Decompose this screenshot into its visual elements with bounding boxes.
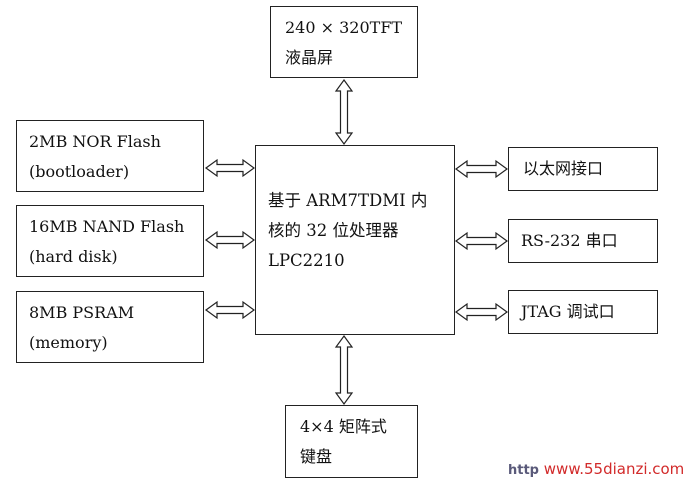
- ethernet-block: 以太网接口: [508, 147, 658, 191]
- psram-line1: 8MB PSRAM: [29, 303, 135, 322]
- nor-flash-block: 2MB NOR Flash (bootloader): [16, 120, 204, 192]
- arrow-cpu-jtag: [454, 302, 509, 322]
- nor-flash-line1: 2MB NOR Flash: [29, 132, 161, 151]
- jtag-block: JTAG 调试口: [508, 290, 658, 334]
- nand-flash-line2: (hard disk): [29, 247, 118, 266]
- watermark-text: www.55dianzi.com: [543, 460, 685, 478]
- arrow-nor-cpu: [204, 158, 256, 178]
- lcd-block: 240 × 320TFT 液晶屏: [270, 6, 418, 78]
- cpu-line1: 基于 ARM7TDMI 内: [268, 191, 428, 210]
- lcd-block-line1: 240 × 320TFT: [285, 18, 403, 37]
- lcd-block-line2: 液晶屏: [285, 48, 334, 67]
- keypad-line1: 4×4 矩阵式: [300, 417, 387, 436]
- keypad-block: 4×4 矩阵式 键盘: [285, 405, 418, 478]
- serial-block: RS-232 串口: [508, 219, 658, 263]
- arrow-cpu-keypad: [334, 334, 354, 406]
- cpu-block: 基于 ARM7TDMI 内 核的 32 位处理器 LPC2210: [255, 145, 455, 335]
- serial-label: RS-232 串口: [521, 231, 618, 250]
- nor-flash-line2: (bootloader): [29, 162, 130, 181]
- psram-line2: (memory): [29, 333, 108, 352]
- arrow-cpu-ethernet: [454, 159, 509, 179]
- nand-flash-block: 16MB NAND Flash (hard disk): [16, 205, 204, 277]
- nand-flash-line1: 16MB NAND Flash: [29, 217, 185, 236]
- watermark-prefix: http: [508, 463, 539, 478]
- arrow-lcd-cpu: [334, 78, 354, 146]
- cpu-line2: 核的 32 位处理器: [268, 221, 399, 240]
- psram-block: 8MB PSRAM (memory): [16, 291, 204, 363]
- cpu-line3: LPC2210: [268, 251, 345, 270]
- arrow-psram-cpu: [204, 300, 256, 320]
- arrow-cpu-serial: [454, 231, 509, 251]
- site-watermark: http www.55dianzi.com: [508, 460, 684, 478]
- jtag-label: JTAG 调试口: [521, 302, 615, 321]
- arrow-nand-cpu: [204, 230, 256, 250]
- keypad-line2: 键盘: [300, 447, 333, 466]
- ethernet-label: 以太网接口: [523, 159, 604, 178]
